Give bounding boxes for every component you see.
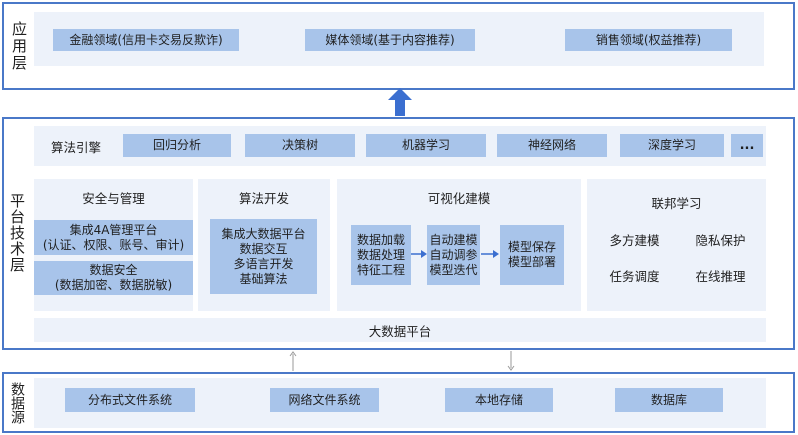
federated-item-privacy: 隐私保护 bbox=[695, 233, 746, 248]
algo-dev-title: 算法开发 bbox=[238, 191, 289, 206]
algorithm-engine-title: 算法引擎 bbox=[50, 140, 101, 155]
algo-item-more: ... bbox=[731, 134, 763, 157]
algo-dev-box: 集成大数据平台 数据交互 多语言开发 基础算法 bbox=[210, 219, 317, 294]
vm-step-model: 自动建模 自动调参 模型迭代 bbox=[427, 225, 480, 285]
security-data-security: 数据安全 (数据加密、数据脱敏) bbox=[34, 261, 193, 295]
algo-item-regression: 回归分析 bbox=[123, 134, 231, 157]
visual-modeling-title: 可视化建模 bbox=[427, 191, 491, 206]
data-layer-label: 数据源 bbox=[9, 381, 25, 424]
data-item-network-fs: 网络文件系统 bbox=[270, 388, 379, 412]
algo-item-neural-network: 神经网络 bbox=[497, 134, 607, 157]
up-thin-arrow-icon bbox=[289, 351, 297, 371]
vm-arrow-1-icon bbox=[411, 250, 427, 258]
vm-step-data: 数据加载 数据处理 特征工程 bbox=[351, 225, 411, 285]
federated-item-inference: 在线推理 bbox=[695, 269, 746, 284]
app-item-media: 媒体领域(基于内容推荐) bbox=[305, 29, 475, 51]
data-item-local-storage: 本地存储 bbox=[445, 388, 553, 412]
platform-layer-label: 平台技术层 bbox=[8, 193, 26, 273]
algo-item-deep-learning: 深度学习 bbox=[620, 134, 724, 157]
vm-step-deploy: 模型保存 模型部署 bbox=[500, 225, 564, 285]
application-layer-label: 应用层 bbox=[10, 20, 28, 72]
data-item-distributed-fs: 分布式文件系统 bbox=[65, 388, 195, 412]
vm-arrow-2-icon bbox=[481, 250, 499, 258]
federated-title: 联邦学习 bbox=[651, 196, 702, 211]
federated-item-scheduling: 任务调度 bbox=[609, 269, 660, 284]
down-thin-arrow-icon bbox=[507, 351, 515, 371]
app-item-sales: 销售领域(权益推荐) bbox=[565, 29, 732, 51]
federated-item-multi-party: 多方建模 bbox=[609, 233, 660, 248]
algo-item-decision-tree: 决策树 bbox=[245, 134, 355, 157]
app-item-finance: 金融领域(信用卡交易反欺诈) bbox=[53, 29, 239, 51]
big-data-platform: 大数据平台 bbox=[34, 318, 766, 342]
data-item-database: 数据库 bbox=[615, 388, 723, 412]
algo-item-machine-learning: 机器学习 bbox=[366, 134, 486, 157]
federated-panel bbox=[587, 179, 766, 311]
up-arrow-icon bbox=[388, 88, 412, 116]
security-4a-platform: 集成4A管理平台 (认证、权限、账号、审计) bbox=[34, 220, 193, 255]
security-title: 安全与管理 bbox=[82, 191, 145, 206]
